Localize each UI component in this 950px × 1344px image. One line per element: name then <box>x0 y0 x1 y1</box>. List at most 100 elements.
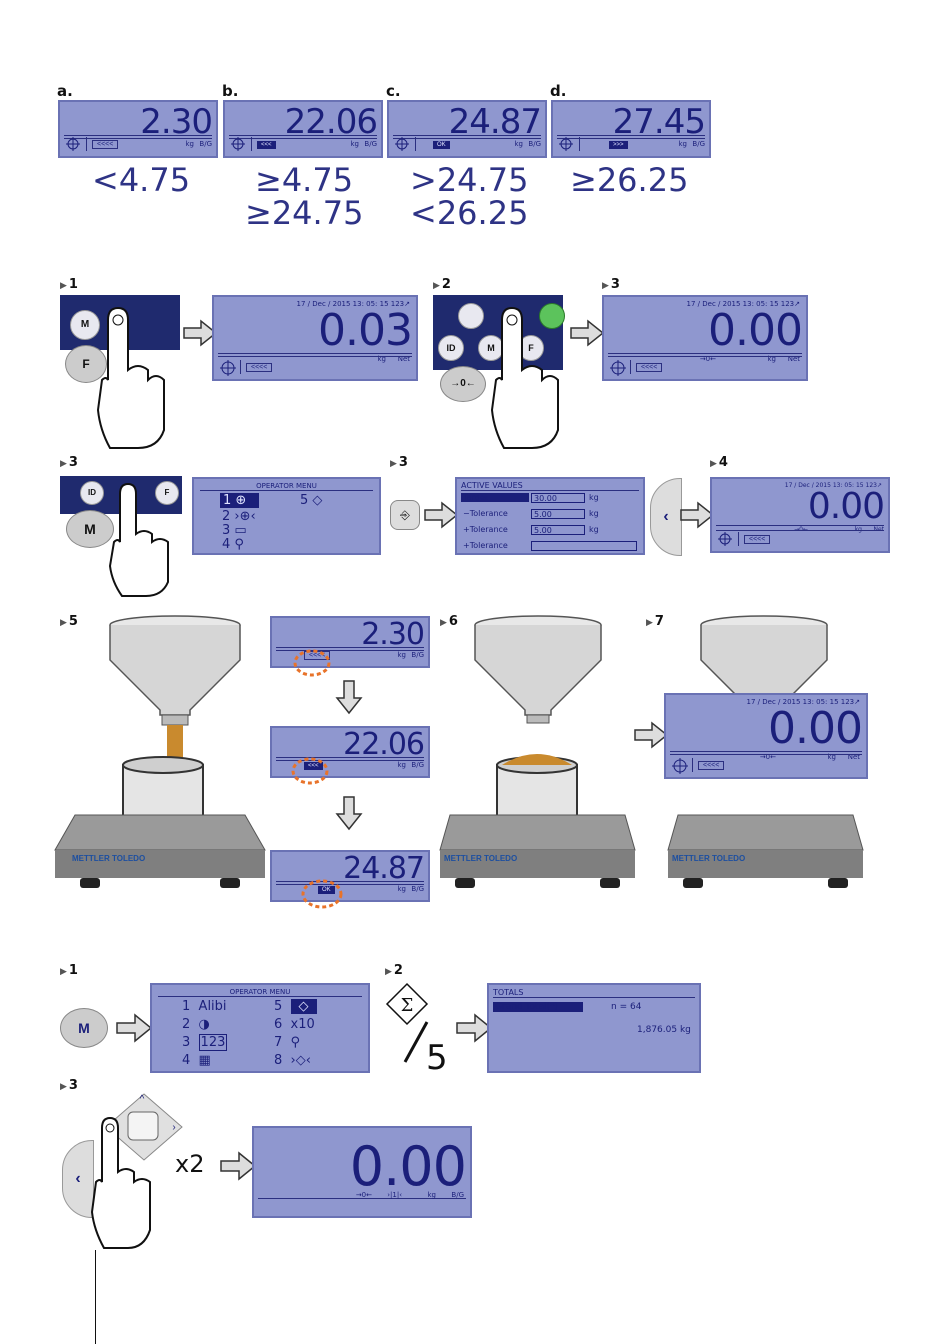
arrow-right-icon <box>183 319 218 347</box>
arrow-right-icon <box>680 501 715 529</box>
hopper-scale-full <box>439 615 636 888</box>
target-label[interactable]: Target <box>461 493 529 502</box>
weight-value: 22.06 <box>284 102 378 142</box>
mode-label: B/G <box>199 140 212 148</box>
m-key[interactable]: M <box>70 310 100 340</box>
totals-title: TOTALS <box>493 988 695 998</box>
svg-text:^: ^ <box>140 1094 145 1105</box>
weight-value: 24.87 <box>448 102 542 142</box>
unit-label: kg <box>397 651 407 659</box>
level-indicator: <<< <box>257 141 276 149</box>
range-label: ›|1|‹ <box>387 1191 402 1199</box>
weight-display-stage-2: 22.06 kg B/G <<< <box>270 726 430 778</box>
id-key[interactable]: ID <box>438 335 464 361</box>
m-key[interactable]: M <box>478 335 504 361</box>
zero-key[interactable]: →0← <box>440 366 486 402</box>
target-icon <box>610 360 626 376</box>
id-key[interactable]: ID <box>80 481 104 505</box>
menu-item-4[interactable]: 4 ⚲ <box>222 537 244 552</box>
arrow-right-icon <box>220 1151 257 1181</box>
weight-display-b: 22.06 kg B/G <<< <box>223 100 383 158</box>
left-nav-key[interactable]: ‹ <box>62 1140 94 1218</box>
arrow-right-icon <box>634 721 669 749</box>
menu-item-3[interactable]: 3 123 <box>182 1034 228 1051</box>
pointing-hand-icon <box>90 1116 151 1249</box>
weight-display-a: 2.30 kg B/G <<<< <box>58 100 218 158</box>
pointing-hand-icon <box>96 306 165 449</box>
plus-tolerance-field-2[interactable] <box>531 541 637 551</box>
enter-key[interactable]: ⎆ <box>390 500 420 530</box>
step-label-2: ▶2 <box>433 277 451 292</box>
weight-value: 24.87 <box>343 851 425 886</box>
menu-item-8[interactable]: 8 ›◇‹ <box>274 1053 311 1068</box>
grand-total-label[interactable]: Grand Total(*) <box>493 1002 583 1012</box>
menu-item-2[interactable]: 2 ›⊕‹ <box>222 509 256 524</box>
mode-label: B/G <box>451 1191 464 1199</box>
mode-label: B/G <box>411 761 424 769</box>
highlight-circle <box>291 757 329 785</box>
level-indicator: <<<< <box>698 761 725 770</box>
mode-label: Net <box>397 355 410 363</box>
menu-item-4[interactable]: 4 ▦ <box>182 1053 211 1068</box>
m-key[interactable]: M <box>60 1008 108 1048</box>
menu-item-7[interactable]: 7 ⚲ <box>274 1035 301 1050</box>
condition-c-2: <26.25 <box>410 194 529 232</box>
level-indicator: <<<< <box>92 140 119 149</box>
menu-item-5[interactable]: 5 ◇ <box>300 493 323 508</box>
menu-item-1[interactable]: 1 Alibi <box>182 999 227 1014</box>
weight-value: 0.00 <box>807 486 885 527</box>
mode-label: Net <box>873 526 884 533</box>
tare-key[interactable] <box>539 303 565 329</box>
step-label-1: ▶1 <box>60 277 78 292</box>
f-key[interactable]: F <box>65 345 107 383</box>
brand-label: METTLER TOLEDO <box>444 854 518 863</box>
target-value-field[interactable]: 30.00 <box>531 493 585 503</box>
arrow-right-icon <box>456 1013 493 1043</box>
arrow-right-icon <box>424 501 459 529</box>
totals-sigma-icon: Σ <box>385 982 429 1063</box>
arrow-right-icon <box>116 1013 153 1043</box>
menu-item-2[interactable]: 2 ◑ <box>182 1017 210 1032</box>
plus-tolerance-field[interactable]: 5.00 <box>531 525 585 535</box>
step-label-4: ▶4 <box>710 455 728 470</box>
step-label-6: ▶6 <box>440 614 458 629</box>
menu-item-3[interactable]: 3 ▭ <box>222 523 247 538</box>
transfer-key[interactable] <box>458 303 484 329</box>
svg-text:Σ: Σ <box>401 995 414 1016</box>
step-label-1: ▶1 <box>60 963 78 978</box>
unit-label: kg <box>427 1191 437 1199</box>
weight-display-stage-3: 24.87 kg B/G OK <box>270 850 430 902</box>
m-key[interactable]: M <box>66 510 114 548</box>
unit-label: kg <box>589 525 599 534</box>
condition-b-2: ≥24.75 <box>245 194 364 232</box>
weight-value: 0.00 <box>349 1135 467 1198</box>
menu-item-6[interactable]: 6 x10 <box>274 1017 315 1032</box>
weight-display-final: 0.00 →0← ›|1|‹ kg B/G <box>252 1126 472 1218</box>
minus-tolerance-label: −Tolerance <box>463 509 508 518</box>
panel-letter-a: a. <box>57 82 73 100</box>
menu-item-1[interactable]: 1 ⊕ <box>220 493 259 508</box>
level-indicator: <<<< <box>246 363 273 372</box>
weight-value: 0.00 <box>768 703 863 754</box>
weight-display-reset: 17 / Dec / 2015 13: 05: 15 123↗ 0.00 →0←… <box>664 693 868 779</box>
plus-tolerance-label: +Tolerance <box>463 525 508 534</box>
panel-letter-d: d. <box>550 82 567 100</box>
operator-menu-full: OPERATOR MENU 1 Alibi 2 ◑ 3 123 4 ▦ 5 ◇ … <box>150 983 370 1073</box>
f-key[interactable]: F <box>155 481 179 505</box>
weight-display-zero: 17 / Dec / 2015 13: 05: 15 123↗ 0.00 →0←… <box>602 295 808 381</box>
unit-label: kg <box>589 493 599 502</box>
menu-item-5[interactable]: 5 ◇ <box>274 999 317 1014</box>
left-nav-key[interactable]: ‹ <box>650 478 682 556</box>
unit-label: kg <box>350 140 360 148</box>
unit-label: kg <box>377 355 387 363</box>
highlight-circle <box>301 879 343 909</box>
panel-letter-c: c. <box>386 82 401 100</box>
unit-label: kg <box>589 509 599 518</box>
mode-label: B/G <box>364 140 377 148</box>
step-label-3: ▶3 <box>60 1078 78 1093</box>
pointing-hand-icon <box>490 306 559 449</box>
minus-tolerance-field[interactable]: 5.00 <box>531 509 585 519</box>
navigation-keypad-icon: ^ › <box>105 1093 183 1161</box>
total-amount: 1,876.05 kg <box>637 1025 691 1035</box>
target-icon <box>395 137 409 151</box>
